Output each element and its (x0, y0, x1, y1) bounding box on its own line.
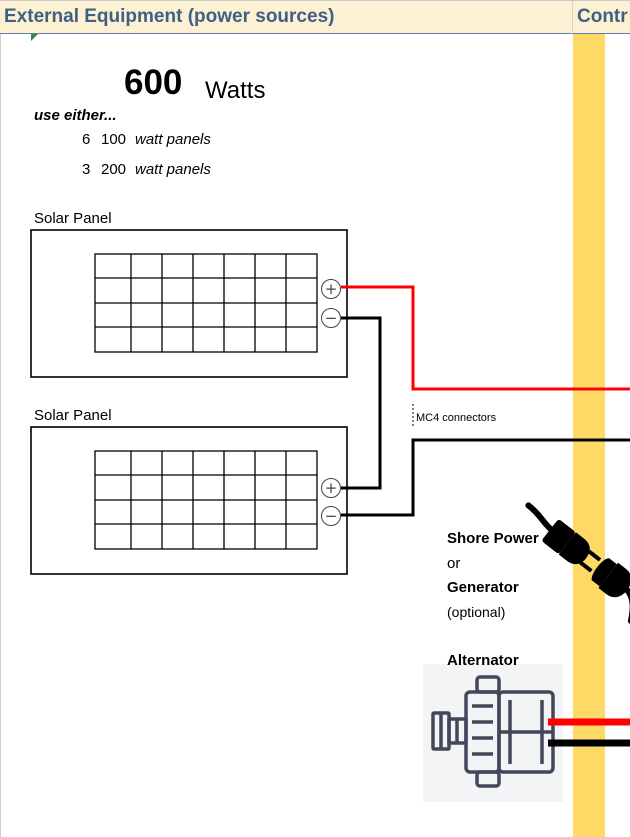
positive-wire (341, 285, 630, 391)
solar-panel-label: Solar Panel (34, 407, 112, 424)
solar-panel-label: Solar Panel (34, 210, 112, 227)
yellow-column-band (573, 34, 605, 837)
panel-1-negative-terminal: − (321, 308, 341, 328)
section-header: External Equipment (power sources) Contr (0, 0, 630, 35)
mc4-connectors-label: MC4 connectors (416, 412, 497, 424)
next-section-title: Contr (577, 6, 628, 27)
shore-power-label: Shore Power (447, 530, 539, 547)
power-value: 600 (124, 63, 183, 102)
solar-panel-1-cells (94, 253, 318, 353)
option-count: 3 (82, 161, 91, 178)
svg-text:+: + (325, 280, 338, 298)
option-unit: watt panels (135, 131, 211, 148)
alternator-icon (423, 664, 563, 802)
or-label: or (447, 555, 461, 572)
option-count: 6 (82, 131, 91, 148)
solar-panel-2-cells (94, 450, 318, 550)
panel-2-positive-terminal: + (321, 478, 341, 498)
svg-text:−: − (325, 309, 338, 327)
negative-wire (341, 438, 630, 517)
power-plug-icon (525, 502, 630, 624)
generator-label: Generator (447, 579, 519, 596)
cell-comment-marker (31, 34, 38, 41)
series-link-wire (341, 316, 382, 490)
use-either-label: use either... (34, 107, 117, 124)
section-title: External Equipment (power sources) (4, 6, 335, 27)
alternator-label: Alternator (447, 652, 519, 669)
optional-label: (optional) (447, 604, 506, 620)
svg-text:−: − (325, 507, 338, 525)
option-unit: watt panels (135, 161, 211, 178)
panel-1-positive-terminal: + (321, 279, 341, 299)
panel-2-negative-terminal: − (321, 506, 341, 526)
svg-text:+: + (325, 479, 338, 497)
header-divider (572, 1, 573, 35)
power-unit: Watts (205, 77, 266, 104)
option-size: 100 (101, 131, 127, 148)
sheet-edge (0, 34, 1, 837)
option-size: 200 (101, 161, 127, 178)
